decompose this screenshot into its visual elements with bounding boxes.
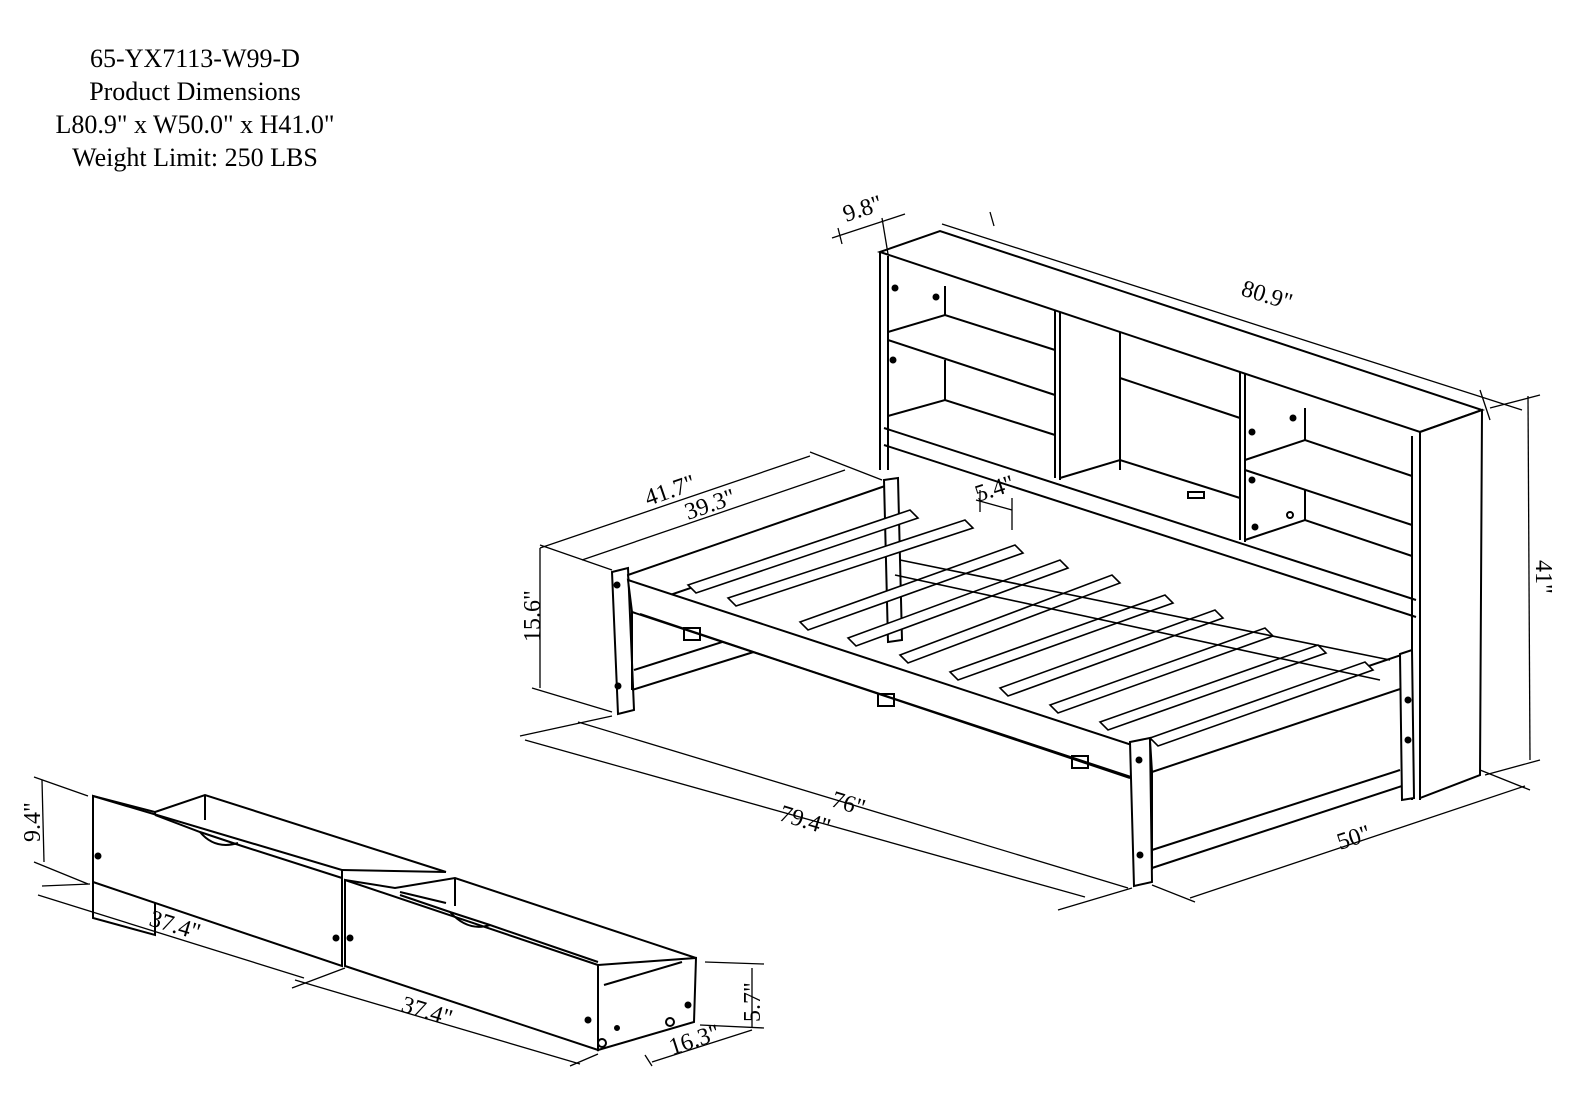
overall-height-label: 41"	[1530, 560, 1556, 594]
drawer-inner-height-label: 5.7"	[740, 982, 766, 1022]
bookcase-headboard	[876, 229, 1486, 800]
product-header: 65-YX7113-W99-D Product Dimensions L80.9…	[30, 42, 360, 174]
overall-size: L80.9" x W50.0" x H41.0"	[55, 110, 335, 139]
bed-frame	[610, 476, 1416, 888]
drawer-right	[344, 876, 698, 1052]
outer-length-label: 79.4"	[776, 801, 833, 841]
side-height-label: 15.6"	[520, 590, 546, 642]
bed-dimension-lines	[519, 211, 1541, 911]
drawer-left	[92, 793, 447, 968]
bed-slats	[686, 509, 1391, 747]
weight-limit: Weight Limit: 250 LBS	[72, 143, 318, 172]
model-number: 65-YX7113-W99-D	[90, 44, 300, 73]
overall-width-label: 50"	[1334, 821, 1374, 856]
drawer-dimension-lines	[33, 776, 765, 1067]
inner-length-label: 76"	[828, 787, 868, 822]
headboard-length-label: 80.9"	[1238, 276, 1295, 316]
dimensions-caption: Product Dimensions	[89, 77, 301, 106]
drawer-height-label: 9.4"	[20, 802, 46, 842]
